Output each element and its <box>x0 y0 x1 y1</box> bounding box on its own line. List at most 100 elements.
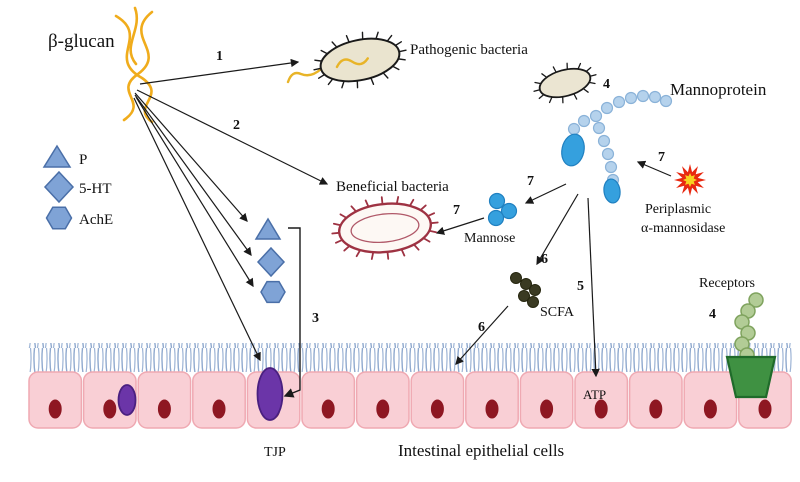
cilium-line <box>341 80 345 89</box>
cilium-line <box>533 89 541 92</box>
brush-border-cilia <box>28 343 792 372</box>
mannose-bead <box>488 192 506 210</box>
receptor-complex <box>725 292 777 399</box>
mannoprotein-bead <box>612 95 626 109</box>
mannoprotein-bead <box>567 122 581 136</box>
step-number-5: 5 <box>577 279 584 294</box>
cilium-line <box>318 73 326 79</box>
mannoprotein-bead <box>601 147 615 161</box>
step-number-3: 3 <box>312 311 319 326</box>
arrow-chain-to-scfa <box>536 193 579 266</box>
cilium-line <box>541 73 548 79</box>
cilium-line <box>370 77 375 86</box>
step-number-1: 1 <box>216 49 223 64</box>
mannosidase-star-inner <box>683 173 697 187</box>
legend-hexagon-icon <box>45 206 73 230</box>
cilium-line <box>562 96 564 104</box>
cilium-line <box>391 65 400 71</box>
beta-glucan-fiber <box>114 14 154 124</box>
mannoprotein-bead <box>648 90 662 104</box>
arrow-to-ache <box>135 96 254 288</box>
cell-nucleus <box>540 399 554 419</box>
cilium-line <box>573 93 578 100</box>
cilium-line <box>331 41 338 48</box>
pathogenic-flagellum <box>286 67 323 84</box>
pathogenic-cilia <box>313 31 407 89</box>
cell-nucleus <box>594 399 608 419</box>
mannoprotein-bead <box>592 121 606 135</box>
arrows <box>133 58 672 398</box>
cell-nucleus <box>649 399 663 419</box>
legend-label-p: P <box>79 152 87 168</box>
cilium-line <box>548 96 553 104</box>
scfa-dot <box>510 272 522 284</box>
step-number-4-receptor: 4 <box>709 307 716 322</box>
pathogenic-body <box>319 37 401 83</box>
tight-junction-small <box>117 384 137 416</box>
cilium-line <box>345 34 350 43</box>
mannoprotein-bead <box>597 134 611 148</box>
cilium-line <box>397 58 406 61</box>
receptor-chain-bead <box>748 292 764 308</box>
cilium-line <box>589 74 597 77</box>
cilium-line <box>327 78 334 86</box>
receptor-cup <box>725 355 777 399</box>
tjp-label: TJP <box>264 445 286 460</box>
cell-nucleus <box>321 399 335 419</box>
arrow-to-p <box>134 92 248 222</box>
mannose-bead <box>500 202 518 220</box>
legend-diamond-icon <box>43 170 75 204</box>
mannoprotein-bead <box>624 91 638 105</box>
arrow-chain-to-atp <box>587 197 600 378</box>
arrow-scfa-to-cells <box>455 305 509 365</box>
cell-nucleus <box>430 399 444 419</box>
cilium-line <box>314 59 323 62</box>
step-number-7-mannose: 7 <box>527 174 534 189</box>
scfa-dot <box>520 278 532 290</box>
mannoprotein-core-large <box>561 133 585 167</box>
5ht-diamond-icon <box>256 246 286 278</box>
cell-nucleus <box>48 399 62 419</box>
intestinal-epithelial-cells-label: Intestinal epithelial cells <box>398 441 564 460</box>
cilium-line <box>375 31 379 40</box>
cell-nucleus <box>485 399 499 419</box>
cell-nucleus <box>212 399 226 419</box>
cell-nucleus <box>758 399 772 419</box>
beta-glucan-fiber <box>122 10 154 122</box>
p-triangle-icon <box>254 217 282 240</box>
cell-nucleus <box>103 399 117 419</box>
legend: P 5-HT AchE <box>42 144 113 230</box>
cilium-line <box>361 31 364 40</box>
pathogenic-dna <box>335 57 370 69</box>
cell-nucleus <box>703 399 717 419</box>
mannoprotein-bead <box>600 101 614 115</box>
pathogenic-bacteria-label: Pathogenic bacteria <box>410 42 528 58</box>
arrow-mannosidase-to-chain <box>636 160 672 177</box>
mannoprotein-bead <box>577 114 591 128</box>
beta-glucan-label: β-glucan <box>48 31 115 52</box>
mannoprotein-core-small <box>603 178 621 204</box>
mannose-bead <box>487 209 505 227</box>
mannoprotein-bacterium <box>533 62 597 104</box>
neurotransmitter-shapes <box>254 217 286 304</box>
arrow-chain-to-mannose <box>524 183 567 204</box>
atp-label: ATP <box>583 387 606 402</box>
tight-junction-large <box>256 367 284 421</box>
step-number-6-scfa: 6 <box>541 252 548 267</box>
beta-glucan-fiber <box>129 6 138 66</box>
cilium-line <box>577 62 582 70</box>
mannoprotein-bead <box>659 94 673 108</box>
arrow-to-5ht <box>134 94 252 257</box>
periplasmic-label-line2: α-mannosidase <box>641 221 725 236</box>
cilium-line <box>398 49 407 53</box>
cilium-line <box>552 66 557 73</box>
mannoprotein-bacterium-body <box>538 67 592 99</box>
beneficial-inner-membrane <box>350 212 420 244</box>
cell-nucleus <box>157 399 171 419</box>
step-number-7-beneficial: 7 <box>453 203 460 218</box>
arrow-mannose-to-beneficial <box>435 217 485 235</box>
mannose-cluster <box>487 192 518 227</box>
mannoprotein-bead <box>589 109 603 123</box>
